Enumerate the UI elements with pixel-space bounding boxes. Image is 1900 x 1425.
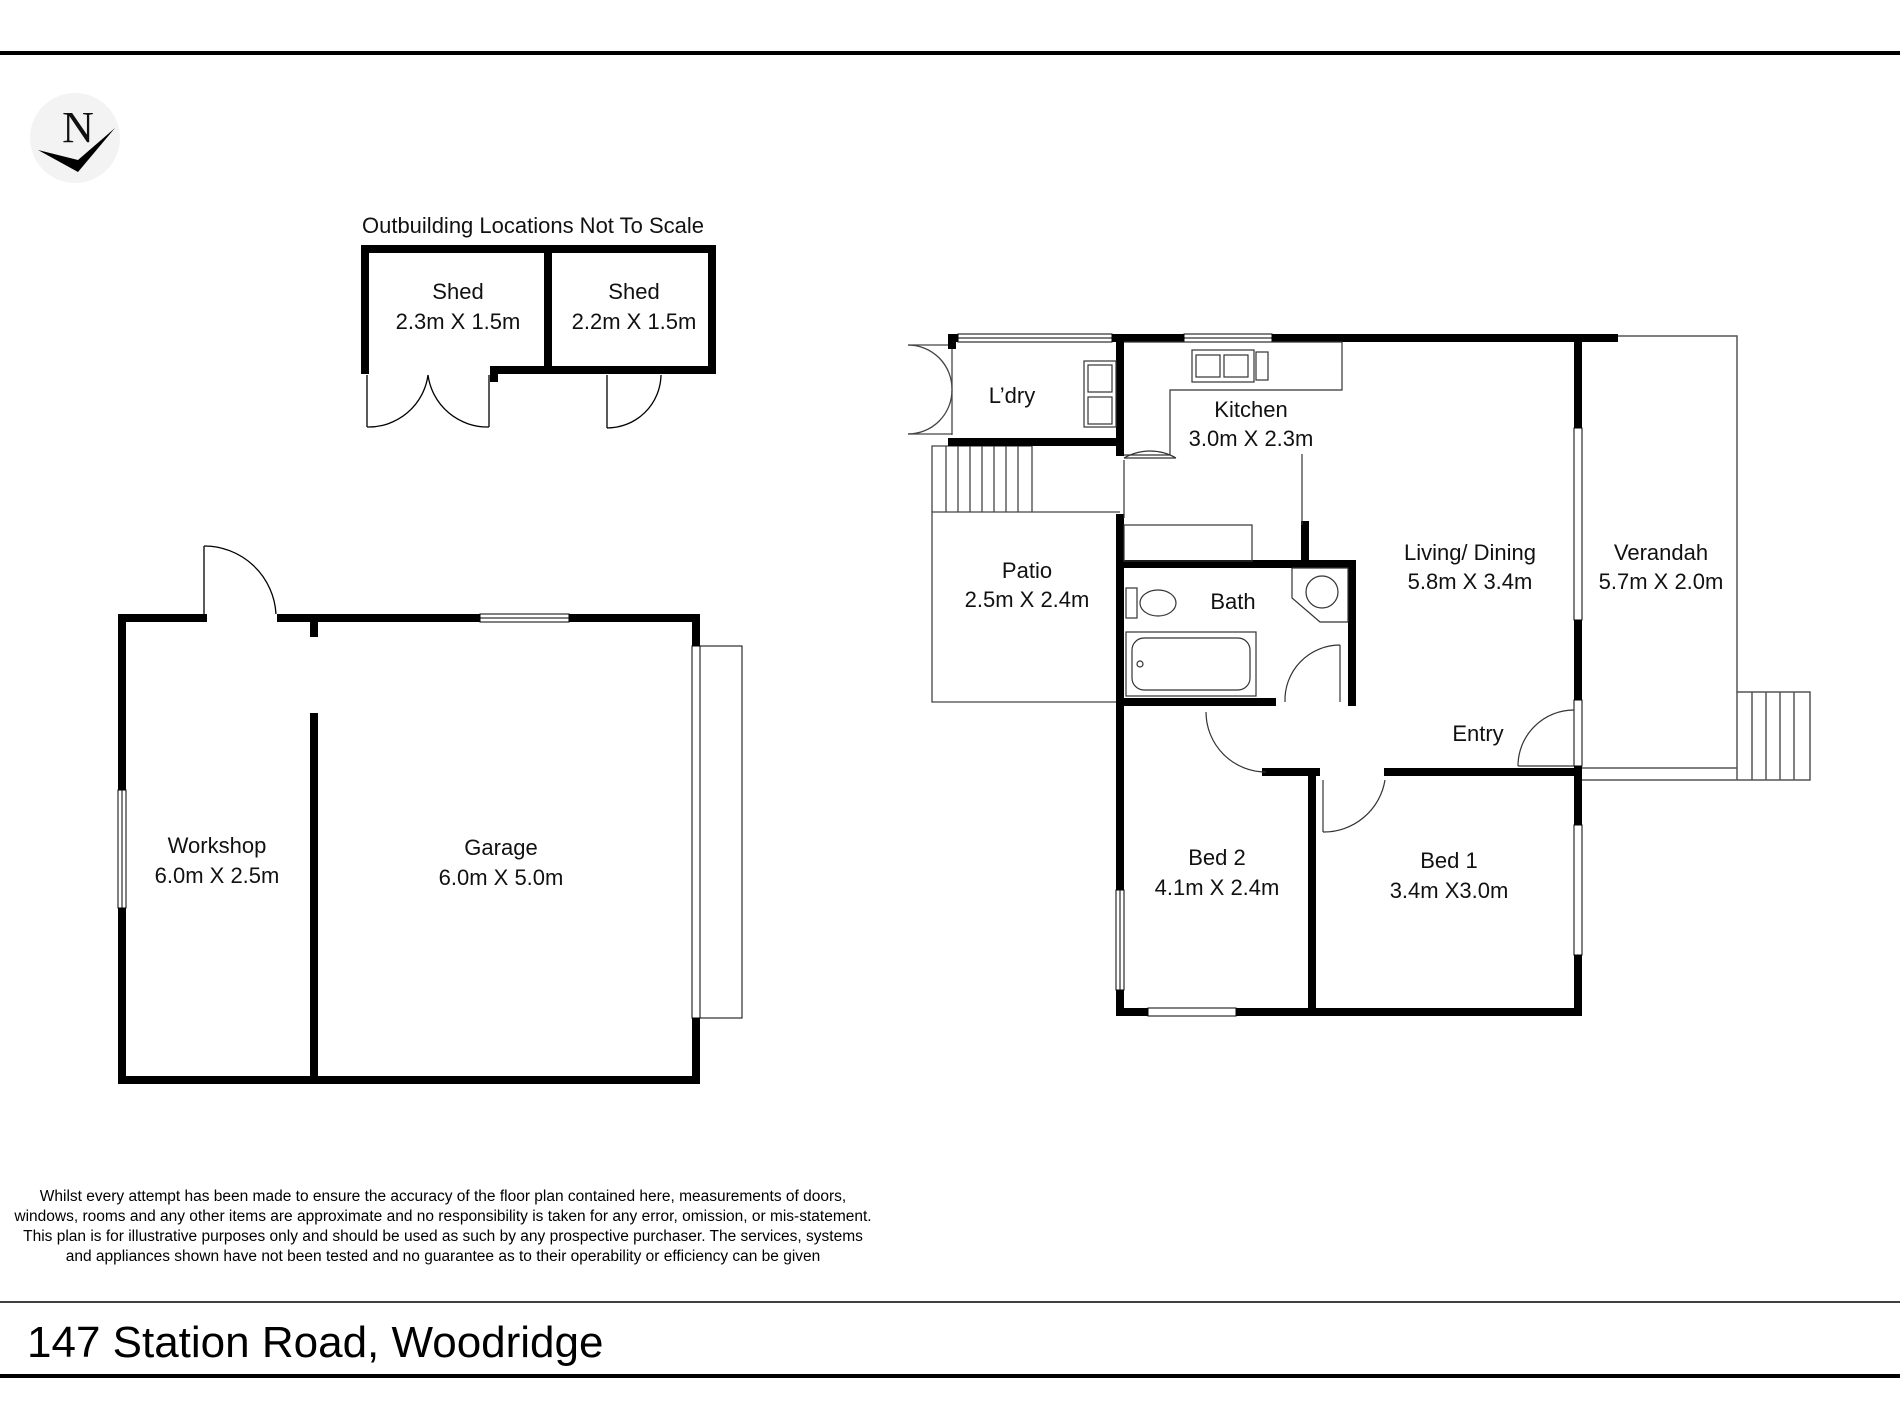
workshop-door: [203, 545, 277, 615]
garage-walls: [118, 614, 700, 1084]
bed1-name: Bed 1: [1420, 848, 1478, 873]
shed-b-name: Shed: [608, 279, 659, 304]
kitchen-name: Kitchen: [1214, 397, 1287, 422]
property-address: 147 Station Road, Woodridge: [27, 1318, 604, 1367]
outbuildings-note: Outbuilding Locations Not To Scale: [362, 213, 704, 238]
verandah-name: Verandah: [1614, 540, 1708, 565]
living-name: Living/ Dining: [1404, 540, 1536, 565]
living-size: 5.8m X 3.4m: [1408, 569, 1533, 594]
workshop-size: 6.0m X 2.5m: [155, 863, 280, 888]
disclaimer-text: Whilst every attempt has been made to en…: [14, 1188, 872, 1265]
patio-size: 2.5m X 2.4m: [965, 587, 1090, 612]
shed-doors: [366, 374, 662, 429]
shed-a-size: 2.3m X 1.5m: [396, 309, 521, 334]
patio-outline: [931, 445, 1120, 703]
verandah-outline: [1580, 335, 1811, 781]
laundry-name: L’dry: [989, 383, 1035, 408]
bath-fixtures: [1125, 567, 1349, 697]
kitchen-bench: [1124, 341, 1343, 525]
internal-doors: [1123, 450, 1575, 833]
bed2-name: Bed 2: [1188, 845, 1246, 870]
laundry-tubs-icon: [1083, 360, 1117, 428]
bed1-size: 3.4m X3.0m: [1390, 878, 1509, 903]
shed-b-size: 2.2m X 1.5m: [572, 309, 697, 334]
workshop-name: Workshop: [168, 833, 267, 858]
garage-size: 6.0m X 5.0m: [439, 865, 564, 890]
entry-name: Entry: [1452, 721, 1503, 746]
verandah-size: 5.7m X 2.0m: [1599, 569, 1724, 594]
laundry-doors: [907, 344, 953, 435]
north-arrow-icon: N: [30, 93, 120, 183]
kitchen-size: 3.0m X 2.3m: [1189, 426, 1314, 451]
kitchen-counter: [1123, 524, 1253, 562]
garage-name: Garage: [464, 835, 537, 860]
sheds: [361, 245, 716, 382]
bath-name: Bath: [1210, 589, 1255, 614]
patio-name: Patio: [1002, 558, 1052, 583]
bed2-size: 4.1m X 2.4m: [1155, 875, 1280, 900]
shed-a-name: Shed: [432, 279, 483, 304]
north-label: N: [62, 103, 94, 152]
